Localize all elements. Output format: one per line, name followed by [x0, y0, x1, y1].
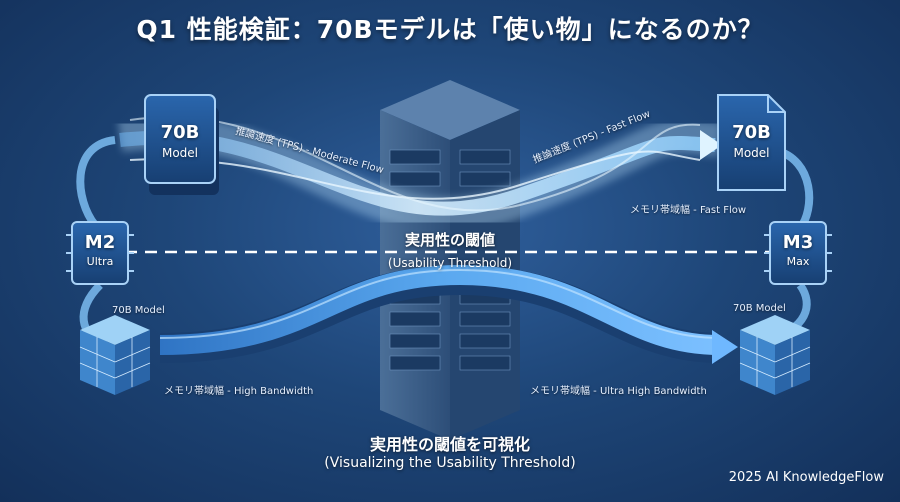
right-model-name: 70B — [732, 122, 771, 143]
memory-bandwidth-flow — [159, 264, 738, 364]
right-chip-name: M3 — [782, 232, 814, 253]
left-chip-sub: Ultra — [86, 255, 114, 268]
flow-arrowhead-icon — [712, 330, 738, 364]
left-model-tag: 70B Model — [112, 305, 165, 316]
right-chip-icon — [764, 221, 832, 285]
left-model-sub: Model — [161, 146, 199, 160]
bottom-right-flow-label: メモリ帯域幅 - Ultra High Bandwidth — [530, 386, 707, 397]
bottom-left-flow-label: メモリ帯域幅 - High Bandwidth — [164, 386, 314, 397]
right-model-tag: 70B Model — [733, 303, 786, 314]
caption-en: (Visualizing the Usability Threshold) — [324, 455, 576, 471]
left-model-card — [144, 94, 219, 195]
page-title: Q1 性能検証：70Bモデルは「使い物」になるのか？ — [136, 15, 764, 44]
right-model-sub: Model — [733, 146, 770, 160]
caption-jp: 実用性の閾値を可視化 — [369, 435, 530, 454]
left-chip-icon — [66, 221, 134, 285]
right-memory-cube-icon — [739, 315, 811, 395]
left-model-label: 70B Model — [145, 122, 215, 160]
right-chip-sub: Max — [786, 255, 810, 268]
threshold-label-en: (Usability Threshold) — [387, 256, 513, 270]
left-model-name: 70B — [160, 122, 200, 143]
left-chip-name: M2 — [84, 232, 116, 253]
right-model-card — [717, 94, 786, 191]
right-chip-label: M3 Max — [770, 232, 826, 268]
right-model-label: 70B Model — [718, 122, 785, 160]
inference-speed-flow — [117, 115, 723, 232]
left-memory-cube-icon — [79, 315, 151, 395]
left-chip-label: M2 Ultra — [72, 232, 128, 268]
flow-arrowhead-icon — [700, 130, 722, 160]
copyright-text: 2025 AI KnowledgeFlow — [728, 470, 884, 485]
mid-right-flow-label: メモリ帯域幅 - Fast Flow — [630, 205, 747, 216]
threshold-label: 実用性の閾値 — [404, 231, 495, 249]
